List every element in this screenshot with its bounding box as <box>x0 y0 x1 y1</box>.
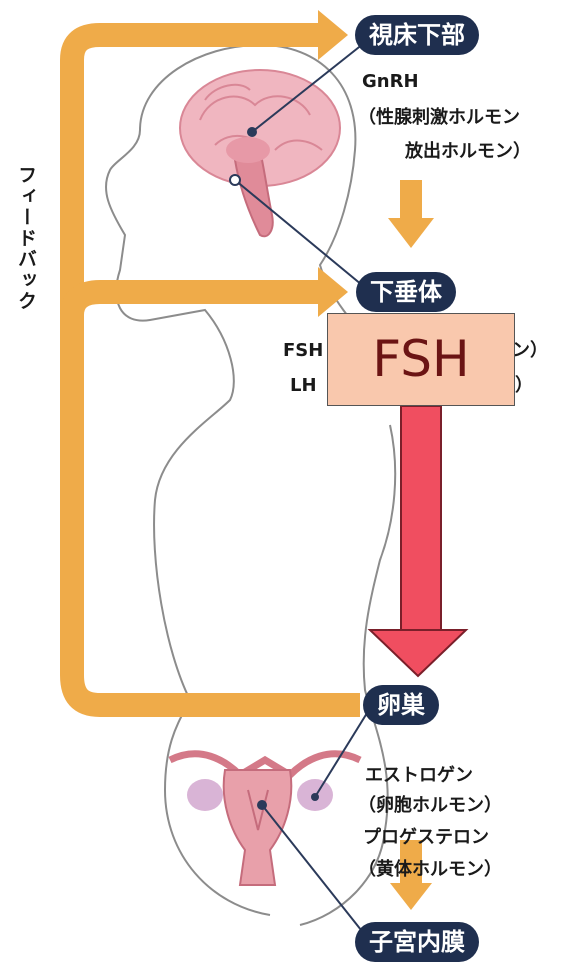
estrogen-name: エストロゲン <box>365 762 473 789</box>
gnrh-name: GnRH <box>362 68 419 95</box>
fsh-arrow-shaft <box>401 406 441 632</box>
arrowhead-to-hypothalamus <box>318 10 348 60</box>
arrow-ovary-head <box>390 883 432 910</box>
uterus-icon <box>170 754 360 885</box>
gnrh-desc-line2: 放出ホルモン） <box>405 138 531 165</box>
fsh-note: FSH <box>283 337 323 364</box>
fsh-overlay-box: FSH <box>327 313 515 406</box>
ovary-label: 卵巣 <box>363 685 439 725</box>
gnrh-desc-line1: （性腺刺激ホルモン <box>358 104 520 131</box>
endometrium-label: 子宮内膜 <box>355 922 479 962</box>
feedback-label: フィードバック <box>16 165 40 312</box>
progesterone-desc: （黄体ホルモン） <box>358 856 502 883</box>
connector-pituitary <box>235 180 362 285</box>
estrogen-desc: （卵胞ホルモン） <box>358 792 502 819</box>
arrow-gnrh-head <box>388 218 434 248</box>
fsh-arrow-head <box>370 630 466 676</box>
lh-note: LH <box>290 372 317 399</box>
fsh-note-tail: ン） <box>512 337 548 364</box>
brain-icon <box>180 70 340 236</box>
lh-note-tail: ） <box>515 372 533 399</box>
hypothalamus-label: 視床下部 <box>355 15 479 55</box>
progesterone-name: プロゲステロン <box>363 824 489 851</box>
connector-ovary <box>315 705 372 797</box>
arrow-gnrh-shaft <box>400 180 422 220</box>
pituitary-label: 下垂体 <box>356 272 456 312</box>
connector-endometrium <box>262 805 365 935</box>
